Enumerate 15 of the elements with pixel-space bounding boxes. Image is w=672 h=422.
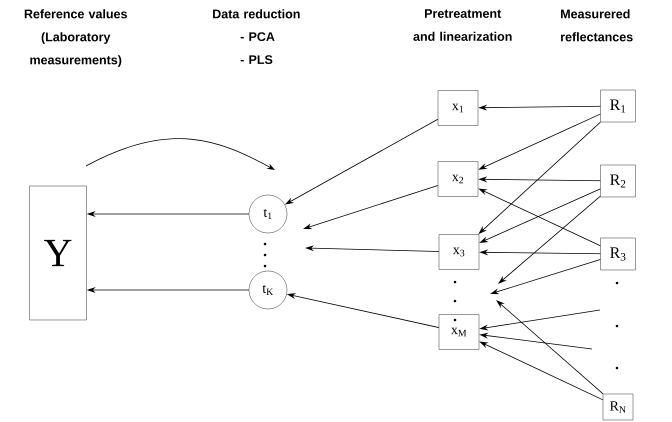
column-heading: - PCA: [240, 32, 275, 42]
variable-box: Y: [29, 186, 87, 320]
variable-box: R$_{1}$: [600, 90, 636, 122]
column-heading: Reference values (Laboratory measurements): [24, 9, 127, 67]
variable-box: x$_{1}$: [438, 90, 478, 126]
variable-box: R$_{3}$: [600, 238, 636, 270]
column-heading: Data reduction: [213, 9, 300, 18]
variable-box: x$_{2}$: [438, 161, 478, 197]
variable-box: x$_{M}$: [438, 314, 480, 350]
column-heading: Pretreatment and linearization: [413, 9, 512, 41]
variable-box: R$_{N}$: [602, 394, 634, 420]
variable-box: x$_{3}$: [438, 234, 480, 270]
column-heading: Measurered reflectances: [561, 9, 633, 42]
variable-box: R$_{2}$: [600, 164, 636, 198]
column-heading: - PLS: [240, 55, 272, 64]
